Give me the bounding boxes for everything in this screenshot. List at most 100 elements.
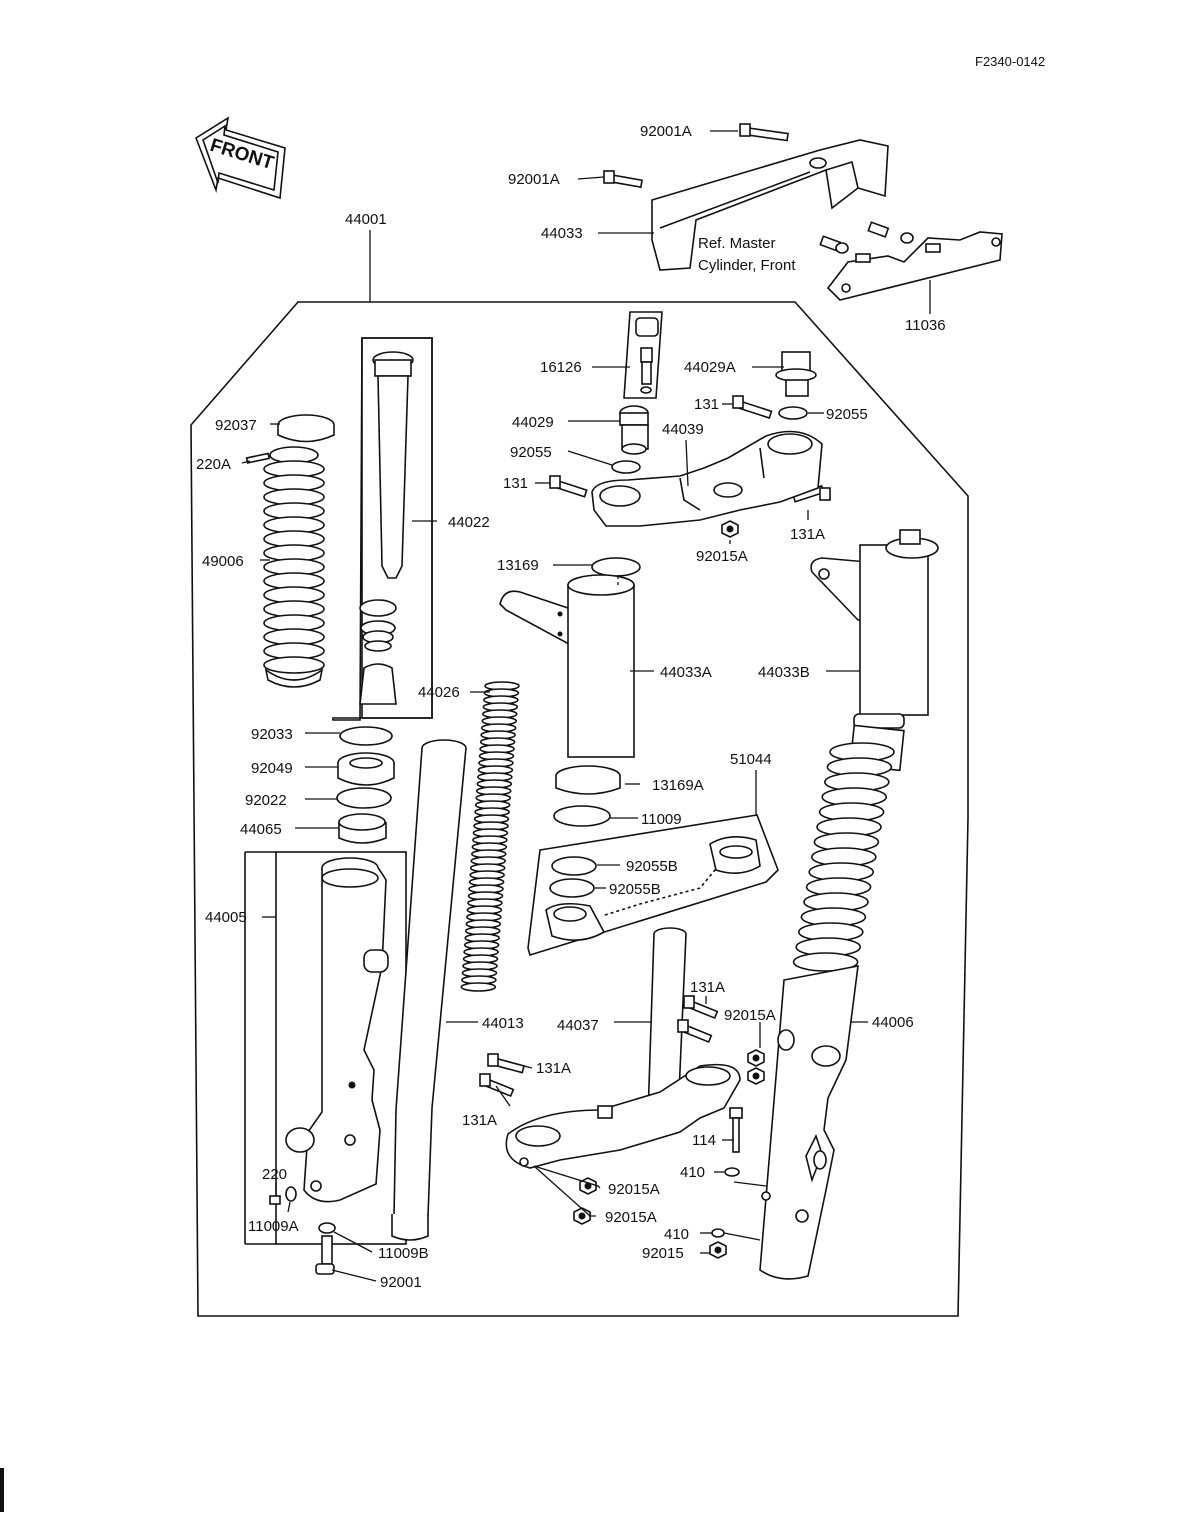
boot-49006	[263, 446, 325, 688]
label-44037: 44037	[557, 1017, 599, 1034]
label-11009A: 11009A	[248, 1218, 299, 1235]
label-92015A-upper: 92015A	[696, 548, 748, 565]
label-92049: 92049	[251, 760, 293, 777]
label-44029: 44029	[512, 414, 554, 431]
label-92022: 92022	[245, 792, 287, 809]
label-92015: 92015	[642, 1245, 684, 1262]
headlight-bracket-44033B	[810, 529, 939, 729]
inner-tube-44013	[391, 739, 467, 1241]
washer-92022-icon	[336, 787, 392, 809]
gasket-11009A-icon	[285, 1186, 297, 1202]
front-arrow-icon: FRONT	[195, 116, 286, 200]
label-92055-right: 92055	[826, 406, 868, 423]
reference-note-line1: Ref. Master	[698, 235, 776, 252]
label-220A: 220A	[196, 456, 231, 473]
box-51044	[527, 814, 779, 957]
oring-92055-right-icon	[778, 406, 808, 420]
label-92055-left: 92055	[510, 444, 552, 461]
bracket-11036	[826, 231, 1003, 301]
spring-44026-icon	[460, 681, 520, 992]
reference-note-line2: Cylinder, Front	[698, 257, 796, 274]
nut-92015-icon	[709, 1241, 727, 1259]
label-92001A-upper: 92001A	[640, 123, 692, 140]
label-44001: 44001	[345, 211, 387, 228]
label-44033: 44033	[541, 225, 583, 242]
label-13169: 13169	[497, 557, 539, 574]
label-51044: 51044	[730, 751, 772, 768]
bolt-131A-lower-icon	[479, 1073, 515, 1098]
bolt-92001A-upper-icon	[739, 123, 789, 142]
gasket-11009B-icon	[318, 1222, 336, 1234]
label-44013: 44013	[482, 1015, 524, 1032]
brake-pipe-51044-icon	[545, 836, 761, 941]
washer-410-upper-icon	[724, 1167, 740, 1177]
label-131A-lower: 131A	[462, 1112, 497, 1129]
label-11009B: 11009B	[378, 1245, 429, 1262]
bolt-114-icon	[729, 1107, 743, 1153]
label-44022: 44022	[448, 514, 490, 531]
nut-92015A-low2-icon	[573, 1207, 591, 1225]
headlight-bracket-44033A	[499, 574, 635, 758]
label-410-lower: 410	[664, 1226, 689, 1243]
label-92055B-b: 92055B	[609, 881, 661, 898]
label-410-upper: 410	[680, 1164, 705, 1181]
fork-leg-44006	[759, 724, 905, 1280]
bolts-master-cylinder-icon	[819, 221, 914, 254]
leader-lines	[241, 130, 931, 1282]
handlebar-holder-44033	[651, 139, 889, 271]
bolt-131A-mid2-icon	[677, 1019, 713, 1044]
gasket-11009-icon	[553, 805, 611, 827]
label-92001A-lower: 92001A	[508, 171, 560, 188]
bolt-131A-left-icon	[487, 1053, 525, 1074]
label-44005: 44005	[205, 909, 247, 926]
label-114: 114	[692, 1132, 716, 1149]
label-131A-mid: 131A	[690, 979, 725, 996]
oring-92055-left-icon	[611, 460, 641, 474]
label-92015A-low2: 92015A	[605, 1209, 657, 1226]
nut-92015A-upper-icon	[721, 520, 739, 538]
nut-92015A-low1-icon	[579, 1177, 597, 1195]
ring-92033-icon	[339, 726, 393, 746]
bolt-92001A-lower-icon	[603, 170, 643, 189]
washer-410-lower-icon	[711, 1228, 725, 1238]
label-13169A: 13169A	[652, 777, 704, 794]
fork-cap-44029-icon	[619, 405, 649, 455]
label-131A-upper: 131A	[790, 526, 825, 543]
label-92037: 92037	[215, 417, 257, 434]
label-92033: 92033	[251, 726, 293, 743]
part-labels: 92001A 92001A 44033 11036 44001 16126 44…	[196, 123, 946, 1291]
nut-92015A-mid-icon	[747, 1049, 765, 1085]
outer-tube-44005	[285, 857, 389, 1203]
clamp-92037-icon	[277, 414, 335, 443]
bolt-131A-mid-icon	[683, 995, 719, 1020]
label-44033A: 44033A	[660, 664, 712, 681]
label-11009: 11009	[641, 811, 682, 828]
bolt-131-left-icon	[549, 475, 588, 498]
label-16126: 16126	[540, 359, 582, 376]
label-44033B: 44033B	[758, 664, 810, 681]
label-49006: 49006	[202, 553, 244, 570]
label-92015A-mid: 92015A	[724, 1007, 776, 1024]
lower-bracket-44037	[505, 927, 741, 1169]
cap-bolt-16126-icon	[635, 317, 659, 394]
oring-13169-icon	[591, 557, 641, 577]
bolt-92001-icon	[315, 1235, 335, 1275]
bushing-44065-icon	[338, 813, 387, 844]
label-131-left: 131	[503, 475, 528, 492]
assembly-outline	[190, 301, 969, 1317]
upper-bracket-44039	[591, 430, 823, 527]
box-16126	[623, 311, 663, 399]
label-44039: 44039	[662, 421, 704, 438]
seal-13169A-icon	[555, 765, 621, 795]
label-44029A: 44029A	[684, 359, 736, 376]
label-92001: 92001	[380, 1274, 422, 1291]
screw-220A-icon	[245, 452, 271, 464]
label-220: 220	[262, 1166, 287, 1183]
label-11036: 11036	[905, 317, 946, 334]
label-131A-left: 131A	[536, 1060, 571, 1077]
label-92055B-a: 92055B	[626, 858, 678, 875]
oil-seal-92049-icon	[337, 752, 395, 786]
label-92015A-low1: 92015A	[608, 1181, 660, 1198]
